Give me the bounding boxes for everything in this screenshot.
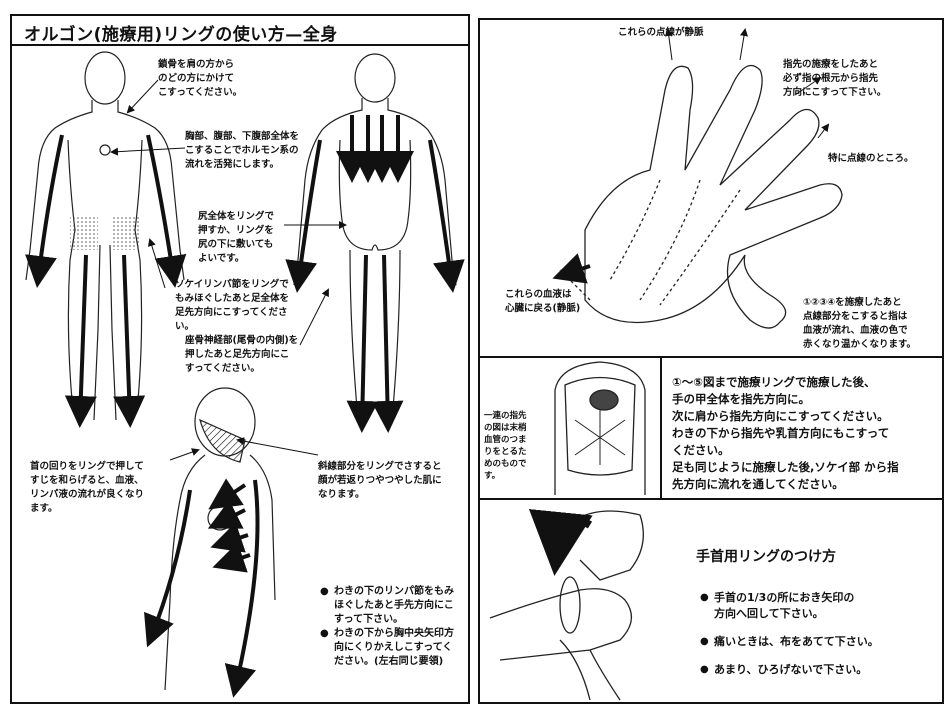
wrist-figure [489,510,644,701]
hand-figure [559,64,843,329]
hip-note: 尻全体をリングで 押すか、リングを 尻の下に敷いても よいです。 [198,211,275,264]
heart-note: これらの血液は 心臓に戻る(静脈) [505,289,581,314]
back-body-arrows [285,115,465,433]
dotted-note: 特に点線のところ。 [828,153,914,164]
sciatic-note: 座骨神経部(尾骨の内側)を 押したあと足先方向にこ すってください。 [185,335,299,374]
armpit-bullet-1: わきの下のリンパ節をもみ ほぐしたあと手先方向にこ すって下さい。 [320,585,460,627]
nail-figure [554,361,646,495]
armpit-bullets: わきの下のリンパ節をもみ ほぐしたあと手先方向にこ すって下さい。 わきの下から… [320,585,460,669]
pointer-lines [110,79,347,461]
nail-note: 一連の指先 の図は末梢 血管のつま りをとるた めのもので す。 [484,411,527,481]
wrist-bullet-1: 手首の1/3の所におき矢印の 方向へ回して下さい。 [700,590,935,622]
diagonal-note: 斜線部分をリングでさすると 顔が若返りつやつやした肌に なります。 [318,461,442,500]
veins-note: これらの点線が静脈 [618,27,704,38]
procedure-note: ①～⑤図まで施療リングで施療した後、 手の甲全体を指先方向に。 次に肩から指先方… [672,375,899,491]
wrist-bullet-2: 痛いときは、布をあてて下さい。 [700,634,935,650]
title-underline [12,44,468,46]
wrist-bullets: 手首の1/3の所におき矢印の 方向へ回して下さい。 痛いときは、布をあてて下さい… [700,590,935,690]
back-body-figure [293,53,457,421]
hand-arrows [552,28,830,284]
page-title: オルゴン(施療用)リングの使い方—全身 [24,25,338,45]
front-body-figure [25,51,185,421]
torso-arrows [144,478,260,698]
after-note: ①②③④を施療したあと 点線部分をこすると指は 血液が流れ、血液の色で 赤くなり… [803,297,917,350]
fingertip-note: 指先の施療をしたあと 必ず指の根元から指先 方向にこすって下さい。 [783,59,887,98]
hand-panel [478,18,944,358]
groin-note: ソケイリンパ節をリングで もみほぐしたあと足全体を 足先方向にこすってくださ い… [175,279,290,332]
front-body-arrows [25,134,187,428]
nail-divider [660,356,662,500]
wrist-bullet-3: あまり、ひろげないで下さい。 [700,662,935,678]
wrist-heading: 手首用リングのつけ方 [696,549,836,565]
armpit-bullet-2: わきの下から胸中央矢印方 向にくりかえしこすってく ださい。(左右同じ要領) [320,627,460,669]
neck-note: 首の回りをリングで押して すじを和らげると、血液、 リンパ液の流れが良くなり ま… [30,461,145,514]
chest-note: 胸部、腹部、下腹部全体を こすることでホルモン系の 流れを活発にします。 [185,131,300,170]
collarbone-note: 鎖骨を肩の方から のどの方にかけて こすってください。 [158,59,243,98]
wrist-rotation-arrow [528,509,593,576]
